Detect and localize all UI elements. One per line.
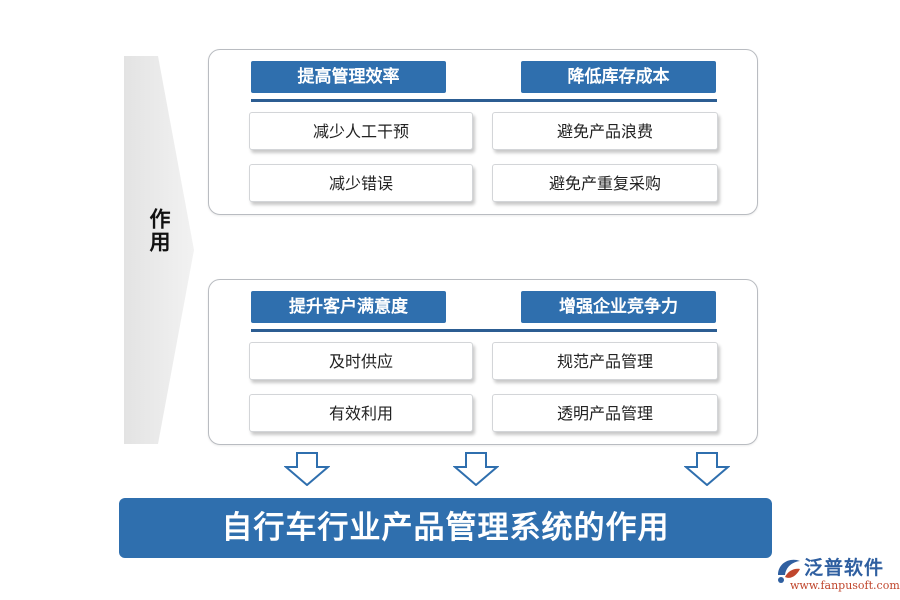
down-arrow-icon [453, 452, 499, 486]
fanpu-logo-icon [778, 559, 800, 583]
panel-efficiency-cost: 提高管理效率 降低库存成本 减少人工干预 避免产品浪费 减少错误 避免产重复采购 [208, 49, 758, 215]
panel-divider [251, 329, 717, 332]
brand-url: www.fanpusoft.com [790, 579, 900, 592]
item-avoid-duplicate-purchase: 避免产重复采购 [492, 164, 718, 202]
down-arrow-icon [284, 452, 330, 486]
header-improve-efficiency: 提高管理效率 [251, 61, 446, 93]
header-reduce-inventory-cost: 降低库存成本 [521, 61, 716, 93]
down-arrow-icon [684, 452, 730, 486]
panel-divider [251, 99, 717, 102]
item-reduce-errors: 减少错误 [249, 164, 473, 202]
header-competitiveness: 增强企业竞争力 [521, 291, 716, 323]
header-customer-satisfaction: 提升客户满意度 [251, 291, 446, 323]
item-transparent-management: 透明产品管理 [492, 394, 718, 432]
item-timely-supply: 及时供应 [249, 342, 473, 380]
side-chevron-arrow [124, 56, 194, 444]
panel-satisfaction-competitiveness: 提升客户满意度 增强企业竞争力 及时供应 规范产品管理 有效利用 透明产品管理 [208, 279, 758, 445]
brand-name: 泛普软件 [804, 557, 885, 579]
side-label: 作用 [147, 208, 171, 254]
item-effective-use: 有效利用 [249, 394, 473, 432]
item-standardize-management: 规范产品管理 [492, 342, 718, 380]
item-reduce-manual: 减少人工干预 [249, 112, 473, 150]
item-avoid-waste: 避免产品浪费 [492, 112, 718, 150]
diagram-title: 自行车行业产品管理系统的作用 [119, 498, 772, 558]
